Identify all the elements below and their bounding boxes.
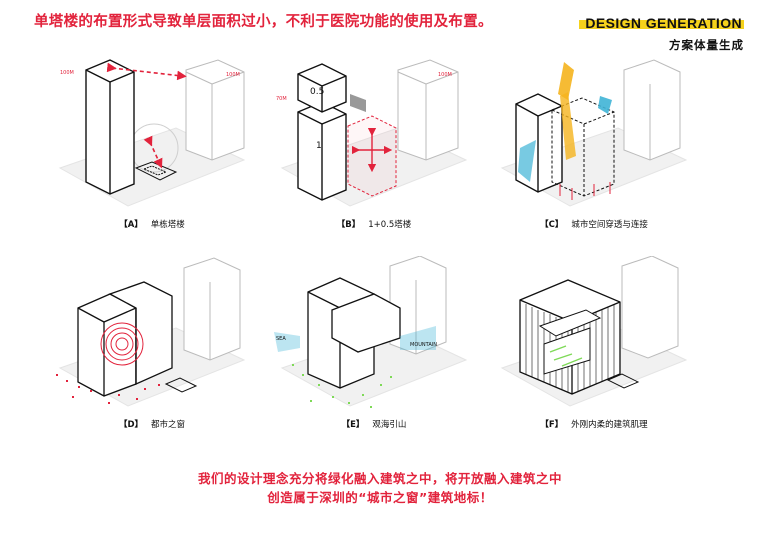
panel-f: 【F】外刚内柔的建筑肌理 (490, 256, 698, 444)
height-annotation: 100M (60, 70, 74, 76)
panel-c: 【C】城市空间穿透与连接 (490, 56, 698, 244)
panel-e-diagram: SEA MOUNTAIN (274, 256, 468, 408)
panel-caption-text: 城市空间穿透与连接 (571, 220, 648, 230)
height-annotation-right: 100M (226, 72, 240, 78)
panel-caption-text: 外刚内柔的建筑肌理 (571, 420, 648, 430)
panel-e: SEA MOUNTAIN 【E】观海引山 (270, 256, 478, 444)
footer-line-2: 创造属于深圳的“城市之窗”建筑地标！ (267, 490, 493, 505)
panel-b-diagram: 0.5 1 70M 100M (276, 59, 468, 207)
panel-label: 【A】 (119, 220, 143, 230)
panel-f-caption: 【F】外刚内柔的建筑肌理 (490, 418, 698, 430)
mountain-label: MOUNTAIN (410, 342, 437, 348)
panel-label: 【D】 (118, 420, 144, 430)
panel-label: 【E】 (341, 420, 365, 430)
height-annotation: 70M (276, 96, 287, 102)
panel-a-caption: 【A】单栋塔楼 (48, 218, 256, 230)
panel-caption-text: 观海引山 (372, 420, 407, 430)
panel-e-caption: 【E】观海引山 (270, 418, 478, 430)
panel-label: 【C】 (540, 220, 564, 230)
panel-c-caption: 【C】城市空间穿透与连接 (490, 218, 698, 230)
footer-line-1: 我们的设计理念充分将绿化融入建筑之中，将开放融入建筑之中 (197, 471, 562, 486)
panel-d: 【D】都市之窗 (48, 256, 256, 444)
brand-block: DESIGN GENERATION 方案体量生成 (579, 13, 744, 53)
block-label-bottom: 1 (316, 141, 322, 151)
brand-title: DESIGN GENERATION (585, 15, 742, 31)
section-subtitle: 方案体量生成 (669, 38, 744, 52)
panel-a: 100M 100M 【A】单栋塔楼 (48, 56, 256, 244)
panel-d-caption: 【D】都市之窗 (48, 418, 256, 430)
panel-a-diagram: 100M 100M (58, 59, 246, 207)
panel-caption-text: 1+0.5塔楼 (368, 220, 412, 230)
brand-highlight-bar (579, 20, 744, 29)
panel-b-caption: 【B】 1+0.5塔楼 (270, 218, 478, 230)
panel-label: 【B】 (336, 220, 361, 230)
panel-caption-text: 单栋塔楼 (150, 220, 185, 230)
panel-label: 【F】 (540, 420, 564, 430)
block-label-top: 0.5 (310, 87, 324, 97)
panel-caption-text: 都市之窗 (151, 420, 186, 430)
page-title: 单塔楼的布置形式导致单层面积过小，不利于医院功能的使用及布置。 (34, 14, 493, 30)
panel-f-diagram (500, 256, 688, 407)
panel-b: 0.5 1 70M 100M 【B】 1+0.5塔楼 (270, 56, 478, 244)
panel-d-diagram (56, 257, 246, 407)
panel-c-diagram (500, 59, 688, 207)
height-annotation-right: 100M (438, 72, 452, 78)
sea-label: SEA (276, 336, 286, 342)
